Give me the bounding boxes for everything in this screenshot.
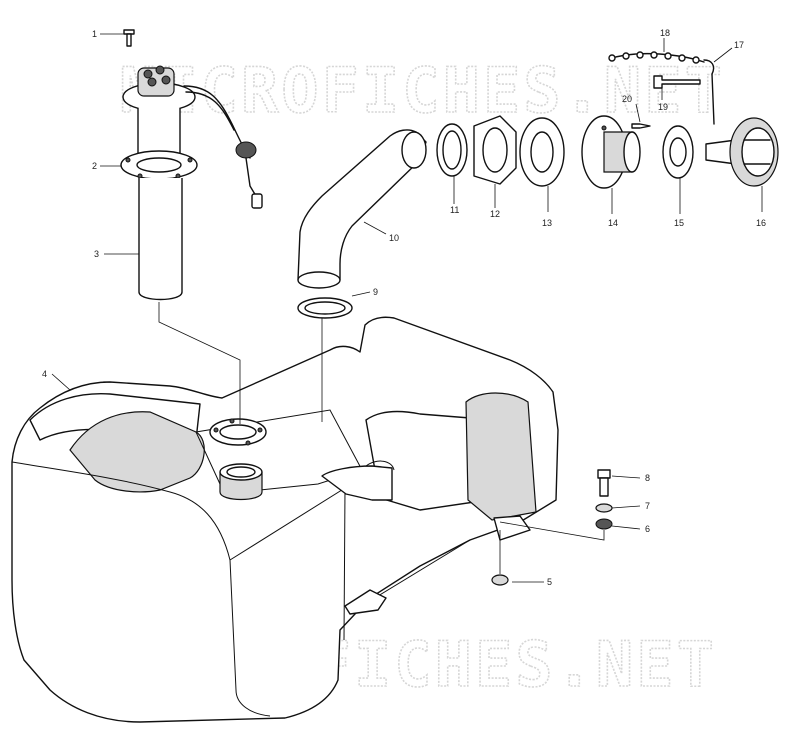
callout-13: 13 [542, 218, 552, 228]
fuel-tank [11, 316, 559, 723]
callout-6: 6 [645, 524, 650, 534]
callout-2: 2 [92, 161, 97, 171]
callout-15: 15 [674, 218, 684, 228]
callout-20: 20 [622, 94, 632, 104]
callout-7: 7 [645, 501, 650, 511]
watermark-top: MICROFICHES.NET [120, 54, 725, 127]
callout-4: 4 [42, 369, 47, 379]
callout-18: 18 [660, 28, 670, 38]
filler-neck-components [436, 51, 779, 189]
filler-hose [297, 129, 427, 422]
callout-19: 19 [658, 102, 668, 112]
callout-16: 16 [756, 218, 766, 228]
callout-11: 11 [450, 205, 459, 215]
callout-8: 8 [645, 473, 650, 483]
callout-10: 10 [389, 233, 399, 243]
callout-5: 5 [547, 577, 552, 587]
fuel-sender-assembly [120, 29, 263, 424]
callout-14: 14 [608, 218, 618, 228]
callout-9: 9 [373, 287, 378, 297]
callouts: 1 2 3 4 5 6 7 8 9 10 11 12 13 14 15 16 1 [42, 28, 766, 587]
callout-17: 17 [734, 40, 744, 50]
callout-12: 12 [490, 209, 500, 219]
callout-1: 1 [92, 29, 97, 39]
callout-3: 3 [94, 249, 99, 259]
